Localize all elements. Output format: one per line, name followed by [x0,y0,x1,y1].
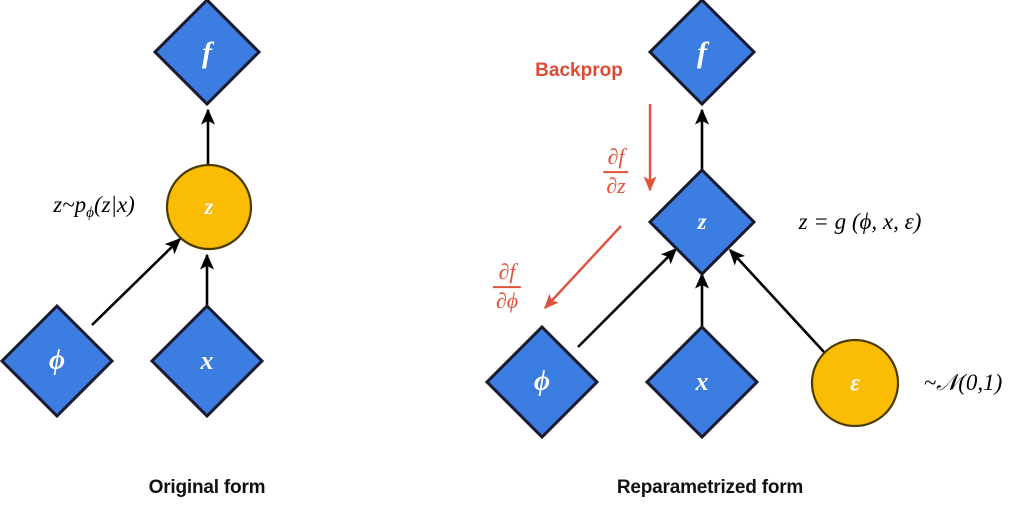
gradient-df-dphi-denominator: ∂ϕ [495,288,519,313]
node-phi-left[interactable] [0,303,115,419]
edge-phi-to-z [91,237,182,326]
annotation-epsilon-distribution: ~𝒩(0,1) [923,370,1003,395]
annotation-sampling-left: z~pϕ(z|x) [53,192,135,222]
node-z-right[interactable] [647,167,757,277]
backprop-label: Backprop [535,60,623,81]
backprop-arrow-df-dphi [544,225,622,310]
node-epsilon-right[interactable] [810,338,900,428]
node-f-right[interactable] [647,0,757,107]
node-z-left[interactable] [165,163,253,251]
gradient-df-dz-numerator: ∂f [607,144,625,170]
left-panel-nodes [0,0,265,419]
edge-phi-to-z-right [577,247,678,348]
right-panel-nodes [484,0,900,440]
annotation-sampling-tail: (z|x) [93,192,135,218]
annotation-z-equation: z = g (ϕ, x, ε) [798,209,922,234]
gradient-df-dphi-numerator: ∂f [498,259,516,285]
caption-reparametrized-form: Reparametrized form [616,477,804,498]
caption-original-form: Original form [148,477,266,498]
gradient-df-dphi-bar [492,286,522,288]
gradient-df-dphi: ∂f ∂ϕ [492,259,522,313]
backprop-arrows [544,104,657,310]
node-f-left[interactable] [152,0,262,107]
annotation-sampling-subscript: ϕ [86,203,94,221]
gradient-df-dz-bar [603,171,629,173]
annotation-sampling-lead: z~p [53,192,87,218]
gradient-df-dz: ∂f ∂z [603,144,629,198]
node-x-right[interactable] [644,324,760,440]
node-phi-right[interactable] [484,324,600,440]
node-x-left[interactable] [149,303,265,419]
gradient-df-dz-denominator: ∂z [606,173,626,198]
edge-epsilon-to-z-right [728,248,825,353]
